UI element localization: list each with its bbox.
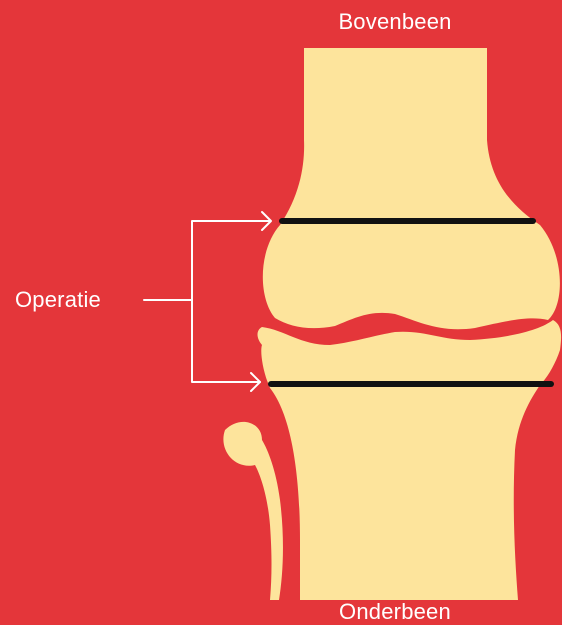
operation-bracket: [144, 221, 270, 382]
bracket-lower-arm: [192, 300, 260, 382]
lower-bone-label: Onderbeen: [0, 601, 562, 623]
fibula: [223, 422, 283, 600]
lower-bone: [258, 320, 562, 600]
upper-bone: [263, 48, 560, 329]
bracket-upper-arm: [192, 221, 270, 300]
upper-bone-label: Bovenbeen: [0, 11, 562, 33]
operation-label: Operatie: [15, 289, 101, 311]
